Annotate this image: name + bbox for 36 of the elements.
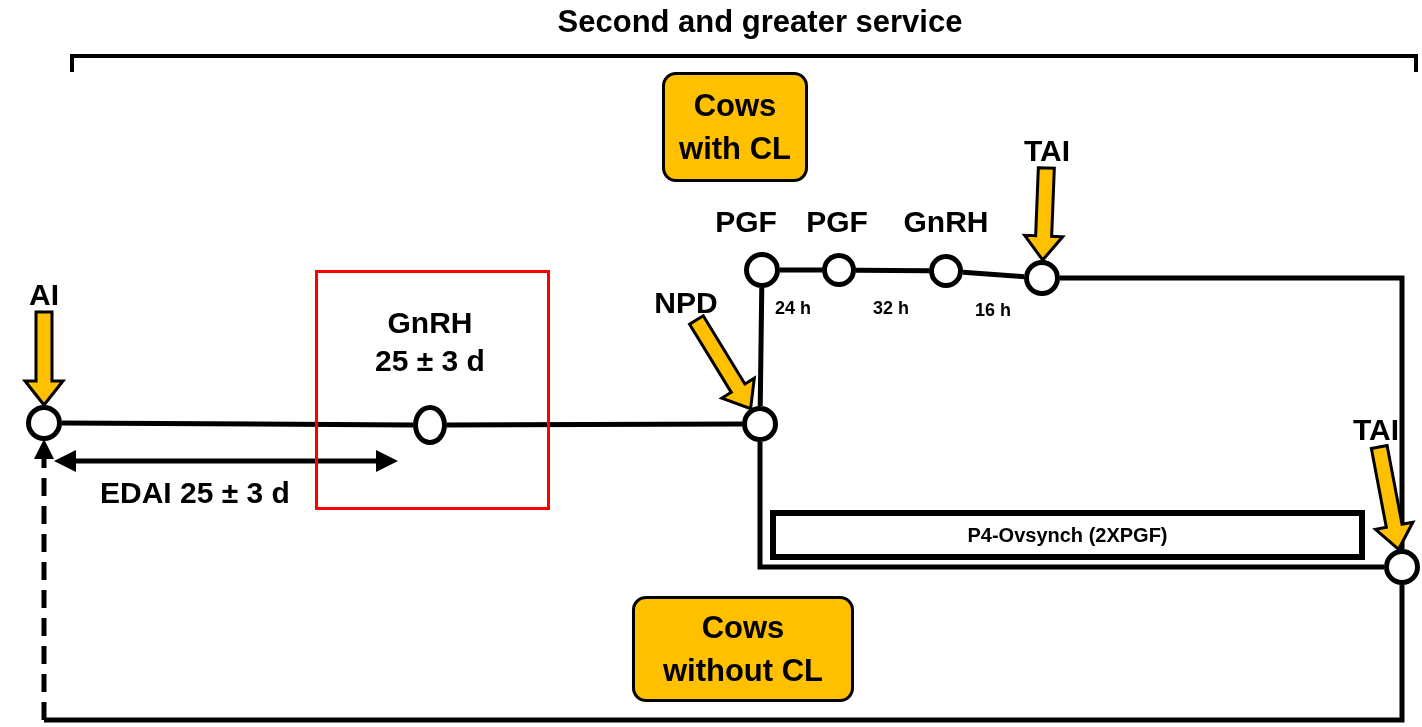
event-label: PGF xyxy=(805,204,869,240)
diagram-title: Second and greater service xyxy=(556,4,964,40)
event-label: TAI xyxy=(1345,413,1407,447)
group-label-box: Cows without CL xyxy=(632,596,854,702)
group-label-box: Cows with CL xyxy=(662,72,808,182)
timepoint-circle xyxy=(26,405,62,441)
timepoint-circle xyxy=(1024,260,1060,296)
event-label: GnRH xyxy=(386,305,474,341)
timepoint-circle xyxy=(413,405,447,445)
event-label: 25 ± 3 d xyxy=(374,343,486,379)
connector-line xyxy=(757,442,1384,570)
connector-line xyxy=(780,267,822,273)
timepoint-circle xyxy=(744,252,780,288)
block-arrow xyxy=(1369,443,1416,552)
connector-line xyxy=(62,420,413,428)
highlight-frame xyxy=(315,270,550,510)
timepoint-circle xyxy=(1384,549,1420,585)
protocol-box: P4-Ovsynch (2XPGF) xyxy=(770,510,1365,560)
connector-line xyxy=(1060,275,1405,549)
arrow xyxy=(34,439,1405,723)
event-label: AI xyxy=(24,278,64,312)
timepoint-circle xyxy=(822,253,856,287)
block-arrow xyxy=(687,313,757,411)
interval-label: EDAI 25 ± 3 d xyxy=(100,476,290,510)
timepoint-circle xyxy=(929,254,963,288)
connector-line xyxy=(962,269,1025,280)
event-label: NPD xyxy=(645,286,727,320)
connector-line xyxy=(757,287,765,407)
block-arrow xyxy=(1021,166,1066,263)
timepoint-circle xyxy=(742,406,778,442)
event-label: PGF xyxy=(714,204,778,240)
block-arrow xyxy=(21,310,67,408)
connector-line xyxy=(855,267,930,274)
event-label: GnRH xyxy=(902,204,990,240)
event-label: TAI xyxy=(1016,134,1078,168)
connector-line xyxy=(447,421,742,428)
